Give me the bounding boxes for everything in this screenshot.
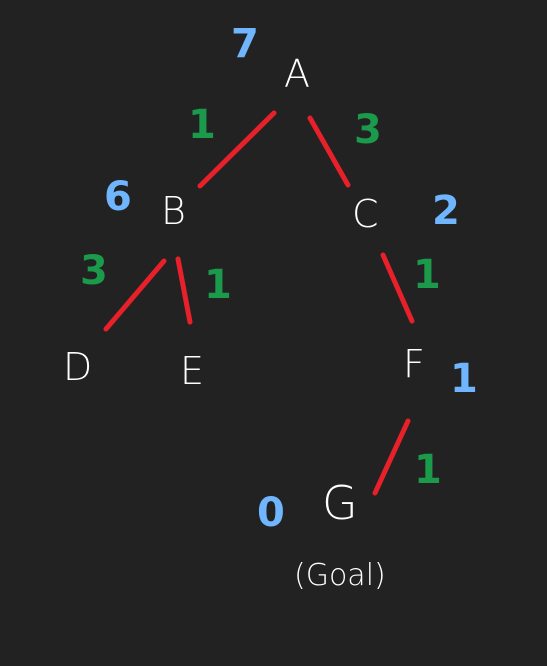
heuristic-c: 2	[432, 188, 460, 234]
edge-cost-c-f: 1	[413, 252, 441, 298]
edge-cost-a-c: 3	[354, 107, 382, 153]
node-a-label: A	[284, 52, 310, 96]
heuristic-a: 7	[231, 21, 259, 67]
edge-b-d	[103, 258, 167, 332]
heuristic-f: 1	[450, 356, 478, 402]
edge-cost-a-b: 1	[188, 102, 216, 148]
edge-a-b	[197, 110, 277, 189]
edge-cost-f-g: 1	[414, 447, 442, 493]
edge-cost-b-d: 3	[80, 248, 108, 294]
node-e-label: E	[180, 349, 205, 393]
node-f-label: F	[403, 342, 425, 386]
edge-b-e	[175, 256, 193, 325]
node-d-label: D	[63, 345, 93, 389]
node-c-label: C	[352, 192, 379, 236]
edge-cost-b-e: 1	[204, 262, 232, 308]
edge-f-g	[372, 418, 411, 496]
edge-c-f	[380, 252, 415, 324]
heuristic-g: 0	[257, 490, 285, 536]
node-g-label: G	[322, 476, 358, 530]
goal-note: (Goal)	[294, 558, 386, 593]
edge-a-c	[307, 115, 351, 188]
node-b-label: B	[161, 189, 186, 233]
heuristic-b: 6	[104, 174, 132, 220]
